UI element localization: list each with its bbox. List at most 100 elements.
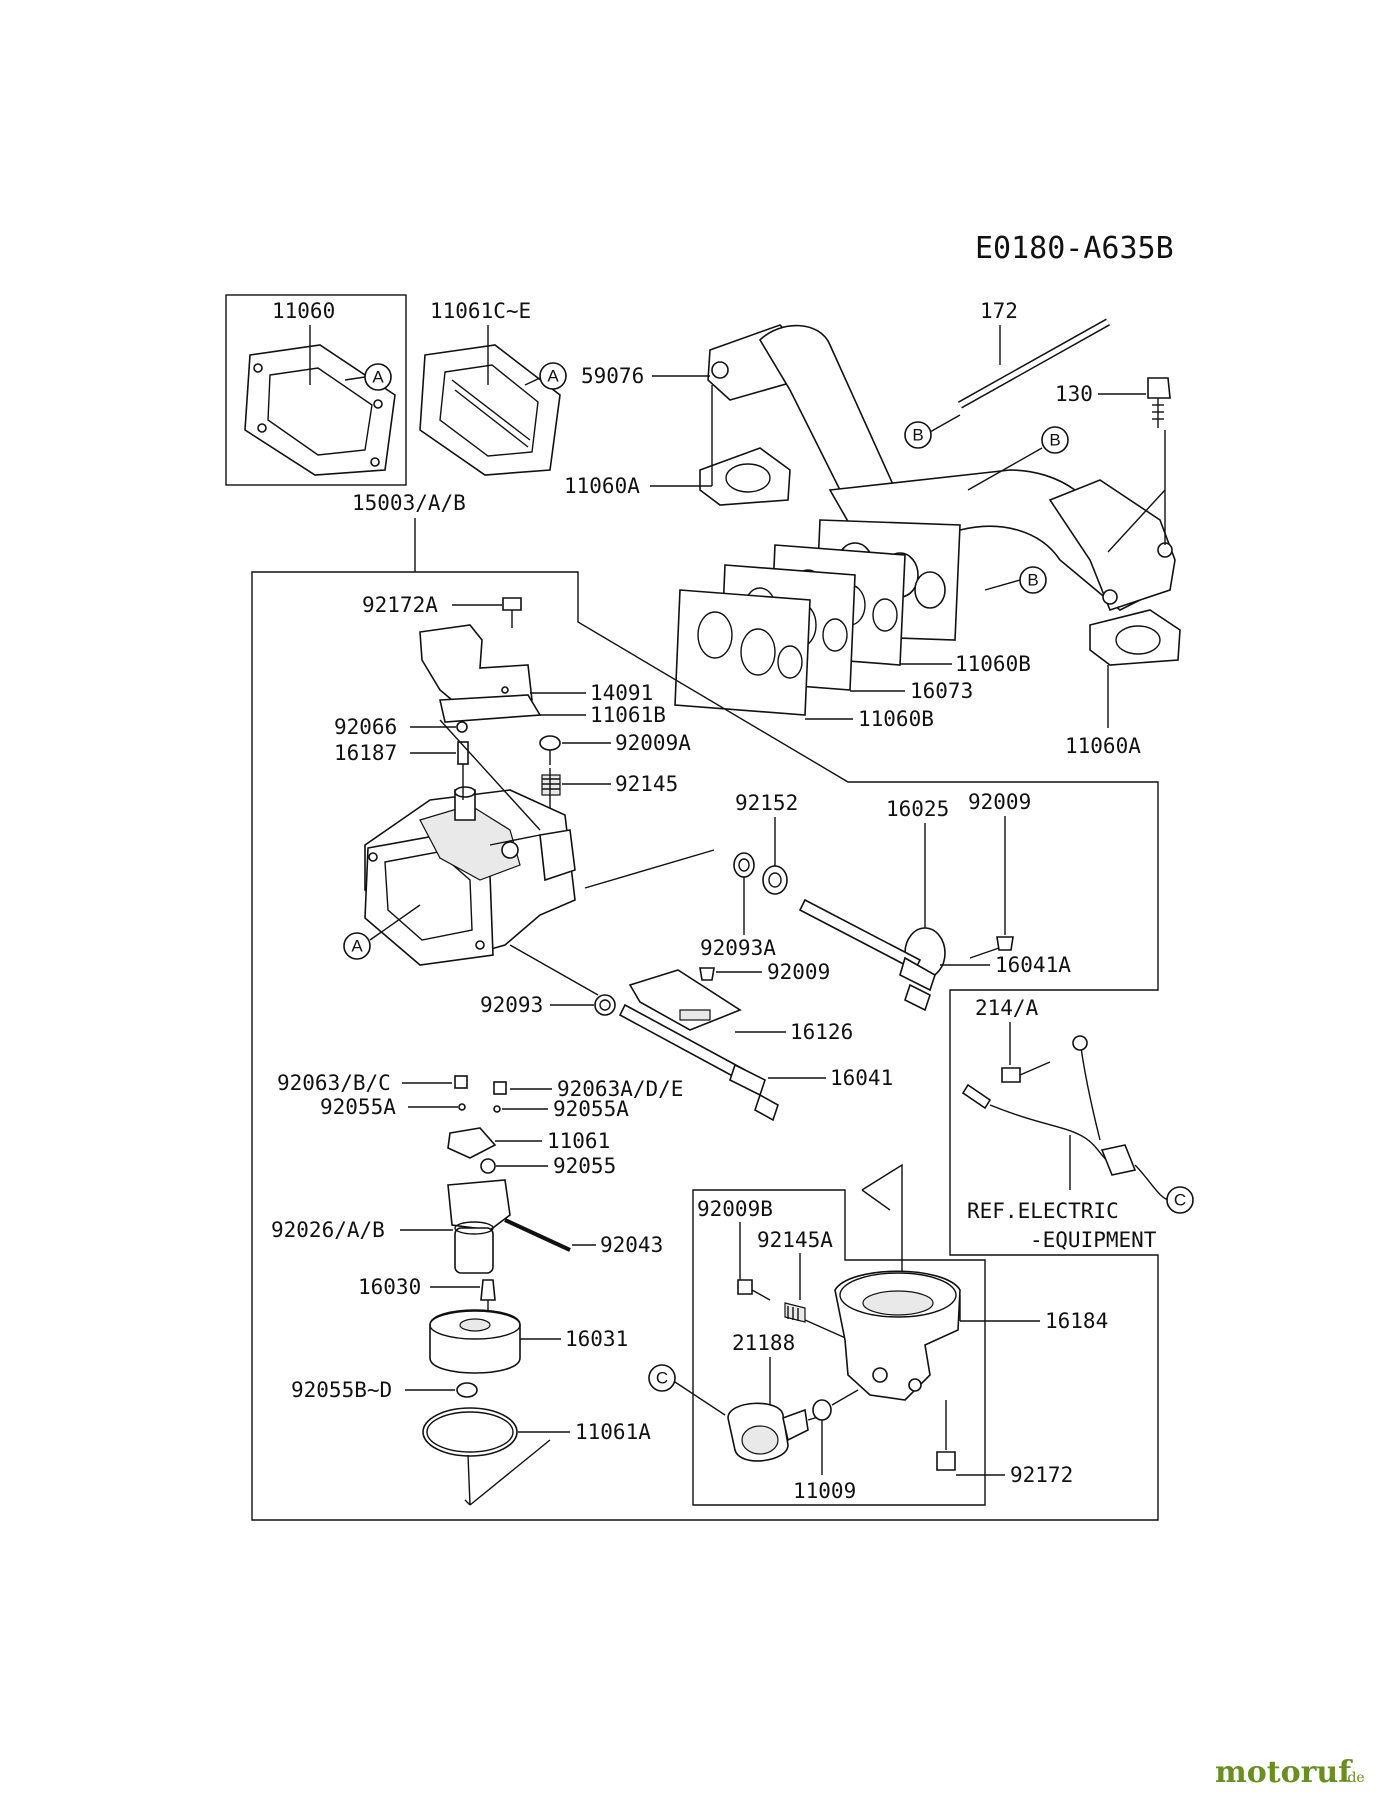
- float-16031: [429, 1309, 521, 1374]
- oring-11009: [812, 1399, 832, 1421]
- pin-92043: [504, 1218, 571, 1252]
- bolt-130: [1147, 377, 1171, 428]
- label-92055a-right: 92055A: [553, 1097, 629, 1121]
- svg-text:B: B: [1049, 431, 1060, 450]
- solenoid-subassembly-box: [692, 1189, 986, 1506]
- oring-92055a-left: [458, 1103, 466, 1111]
- label-11061: 11061: [547, 1129, 610, 1153]
- svg-text:C: C: [1174, 1191, 1186, 1210]
- bushing-92152: [762, 865, 788, 895]
- spring-92145: [541, 774, 561, 796]
- label-21188: 21188: [732, 1331, 795, 1355]
- label-11060a-top: 11060A: [564, 474, 640, 498]
- screw-92009-mid: [699, 967, 715, 981]
- label-92009a: 92009A: [615, 731, 691, 755]
- callout-b: B: [904, 421, 932, 449]
- gasket-11061c-e: [419, 344, 561, 476]
- carburetor-assembly-boundary: [251, 571, 1159, 1521]
- label-16031: 16031: [565, 1327, 628, 1351]
- label-92145: 92145: [615, 772, 678, 796]
- callout-c: C: [648, 1364, 676, 1392]
- oring-92055: [480, 1158, 496, 1174]
- gasket-11061: [447, 1127, 497, 1159]
- callout-a: A: [539, 362, 567, 390]
- gasket-11060-box: [225, 294, 407, 486]
- label-11060a-bottom: 11060A: [1065, 734, 1141, 758]
- label-214-a: 214/A: [975, 996, 1039, 1020]
- label-92026-a-b: 92026/A/B: [271, 1218, 385, 1242]
- svg-text:B: B: [1027, 571, 1038, 590]
- label-92009-top: 92009: [968, 790, 1031, 814]
- diagram-code: E0180-A635B: [975, 231, 1174, 266]
- label-92055: 92055: [553, 1154, 616, 1178]
- label-16126: 16126: [790, 1020, 853, 1044]
- label-92063a-d-e: 92063A/D/E: [557, 1077, 683, 1101]
- label-11060b-2: 11060B: [858, 707, 934, 731]
- label-92055a-left: 92055A: [320, 1095, 396, 1119]
- callout-b: B: [1019, 566, 1047, 594]
- svg-text:A: A: [372, 368, 384, 387]
- label-59076: 59076: [581, 364, 644, 388]
- callout-c: C: [1166, 1186, 1194, 1214]
- label-92093: 92093: [480, 993, 543, 1017]
- label-92172a: 92172A: [362, 593, 438, 617]
- plate-16126: [628, 969, 742, 1031]
- label-11060: 11060: [272, 299, 335, 323]
- label-92066: 92066: [334, 715, 397, 739]
- spring-92145a: [784, 1302, 806, 1323]
- callout-a: A: [364, 363, 392, 391]
- float-assembly-92026: [447, 1179, 511, 1274]
- watermark-brand: motoruf: [1215, 1755, 1353, 1790]
- screw-92009b: [737, 1279, 771, 1301]
- gasket-11061b: [439, 694, 542, 723]
- throttle-shaft-16041: [618, 1003, 779, 1122]
- label-92009-mid: 92009: [767, 960, 830, 984]
- screw-92009-top: [969, 936, 1014, 959]
- label-92093a: 92093A: [700, 936, 776, 960]
- callout-b: B: [1041, 426, 1069, 454]
- jet-16187: [457, 741, 469, 778]
- label-16041a: 16041A: [995, 953, 1071, 977]
- oring-92055a-right: [493, 1105, 501, 1113]
- gasket-11060a-bottom: [1089, 609, 1181, 666]
- label-16073: 16073: [910, 679, 973, 703]
- svg-text:C: C: [656, 1369, 668, 1388]
- label-172: 172: [980, 299, 1018, 323]
- throttle-shaft-16041a: [798, 898, 936, 1012]
- solenoid-21188: [727, 1402, 826, 1462]
- oring-11061a: [422, 1407, 518, 1457]
- seal-92093: [594, 994, 616, 1016]
- watermark-tld: .de: [1343, 1770, 1365, 1786]
- label-15003-a-b: 15003/A/B: [352, 491, 466, 515]
- label-16030: 16030: [358, 1275, 421, 1299]
- label-92145a: 92145A: [757, 1228, 833, 1252]
- svg-text:B: B: [912, 426, 923, 445]
- label-92009b: 92009B: [697, 1197, 773, 1221]
- solenoid-wire-214: [961, 1035, 1171, 1201]
- seal-92066: [456, 721, 468, 733]
- plug-92063a: [493, 1081, 507, 1095]
- label-130: 130: [1055, 382, 1093, 406]
- label-92055b-d: 92055B~D: [291, 1378, 392, 1402]
- label-11060b-1: 11060B: [955, 652, 1031, 676]
- label-92063-b-c: 92063/B/C: [277, 1071, 391, 1095]
- label-92043: 92043: [600, 1233, 663, 1257]
- label-92172: 92172: [1010, 1463, 1073, 1487]
- svg-text:A: A: [351, 937, 363, 956]
- fuel-cutoff-housing-16184: [834, 1270, 961, 1401]
- label-11061a: 11061A: [575, 1420, 651, 1444]
- oring-92055b-d: [456, 1382, 478, 1398]
- carburetor-body: [364, 786, 576, 966]
- callout-a: A: [343, 932, 371, 960]
- label-16184: 16184: [1045, 1309, 1108, 1333]
- ref-electric-line1: REF.ELECTRIC: [967, 1199, 1119, 1223]
- label-11009: 11009: [793, 1479, 856, 1503]
- ref-electric-line2: -EQUIPMENT: [1030, 1228, 1157, 1252]
- label-16041: 16041: [830, 1066, 893, 1090]
- seal-92093a: [733, 852, 755, 878]
- screw-92172: [936, 1400, 956, 1471]
- bolt-214-a: [1001, 1061, 1051, 1083]
- label-11061b: 11061B: [590, 703, 666, 727]
